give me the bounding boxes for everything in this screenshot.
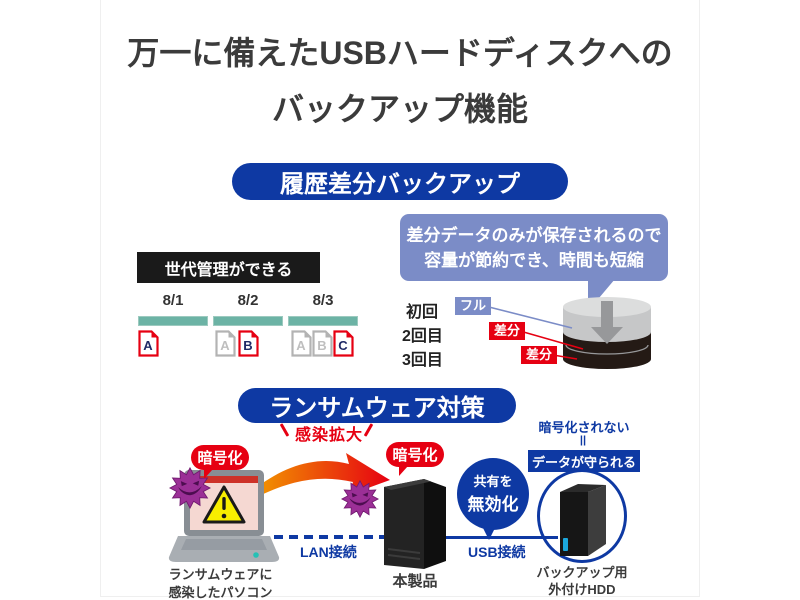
usb-label: USB接続 xyxy=(468,544,526,560)
pc-caption-line1: ランサムウェアに xyxy=(168,567,273,582)
page-title-line2: バックアップ機能 xyxy=(271,91,528,127)
savings-callout: 差分データのみが保存されるので 容量が節約でき、時間も短縮 xyxy=(400,214,668,281)
svg-text:A: A xyxy=(220,338,230,353)
infection-arrow-icon xyxy=(256,453,390,495)
file-icon: A xyxy=(138,330,159,357)
backup-cylinder-icon xyxy=(563,297,651,369)
history-backup-banner: 履歴差分バックアップ xyxy=(232,163,568,200)
round-3-label: 3回目 xyxy=(402,352,443,369)
encrypt-bubble-nas: 暗号化 xyxy=(386,442,444,467)
round-2-label: 2回目 xyxy=(402,328,443,345)
share-disable-balloon-tail xyxy=(482,526,496,540)
lan-dashed-line xyxy=(274,535,386,539)
pc-caption: ランサムウェアに 感染したパソコン xyxy=(153,566,288,600)
svg-text:A: A xyxy=(296,338,306,353)
round-1-label: 初回 xyxy=(406,304,439,321)
timeline-bar xyxy=(213,316,283,326)
page-title-line1: 万一に備えたUSBハードディスクへの xyxy=(127,35,673,71)
data-protected-label: データが守られる xyxy=(528,450,640,472)
date-label: 8/1 xyxy=(162,292,184,309)
diff-backup-tag: 差分 xyxy=(521,346,558,364)
file-icon: B xyxy=(238,330,259,357)
encrypt-bubble-nas-tail xyxy=(399,466,408,476)
file-icon: C xyxy=(333,330,354,357)
date-label: 8/2 xyxy=(237,292,259,309)
timeline-bar xyxy=(138,316,208,326)
full-backup-tag: フル xyxy=(455,297,492,315)
nas-product-icon xyxy=(384,479,446,569)
equals-mark: ＝ xyxy=(575,433,591,448)
file-icon: A xyxy=(215,330,236,357)
date-label: 8/3 xyxy=(312,292,334,309)
nas-caption: 本製品 xyxy=(392,573,438,590)
encrypt-bubble-pc-tail xyxy=(204,469,213,479)
hdd-caption: バックアップ用 外付けHDD xyxy=(522,564,642,598)
share-disable-line2: 無効化 xyxy=(467,495,519,514)
timeline-bar xyxy=(288,316,358,326)
pc-caption-line2: 感染したパソコン xyxy=(168,585,273,600)
svg-text:B: B xyxy=(317,338,326,353)
savings-callout-line1: 差分データのみが保存されるので xyxy=(406,226,662,245)
file-icon: A xyxy=(291,330,312,357)
hdd-caption-line2: 外付けHDD xyxy=(548,582,616,597)
svg-text:B: B xyxy=(243,338,252,353)
warning-icon xyxy=(202,485,246,524)
external-hdd-icon xyxy=(560,484,606,556)
encrypt-bubble-pc: 暗号化 xyxy=(191,445,249,470)
generation-header: 世代管理ができる xyxy=(137,252,320,283)
ransomware-banner: ランサムウェア対策 xyxy=(238,388,516,423)
svg-text:C: C xyxy=(338,338,348,353)
usb-solid-line xyxy=(446,536,558,539)
file-icon: B xyxy=(312,330,333,357)
savings-callout-line2: 容量が節約でき、時間も短縮 xyxy=(424,251,644,270)
virus-icon xyxy=(169,467,211,509)
not-encrypted-label: 暗号化されない xyxy=(538,420,630,435)
hdd-caption-line1: バックアップ用 xyxy=(536,565,628,580)
lan-label: LAN接続 xyxy=(300,544,357,560)
svg-text:A: A xyxy=(143,338,153,353)
infection-spread-label: 感染拡大 xyxy=(295,427,364,444)
share-disable-line1: 共有を xyxy=(473,474,513,489)
diff-backup-tag: 差分 xyxy=(489,322,526,340)
share-disable-balloon: 共有を 無効化 xyxy=(457,458,529,530)
virus-icon xyxy=(341,480,379,518)
